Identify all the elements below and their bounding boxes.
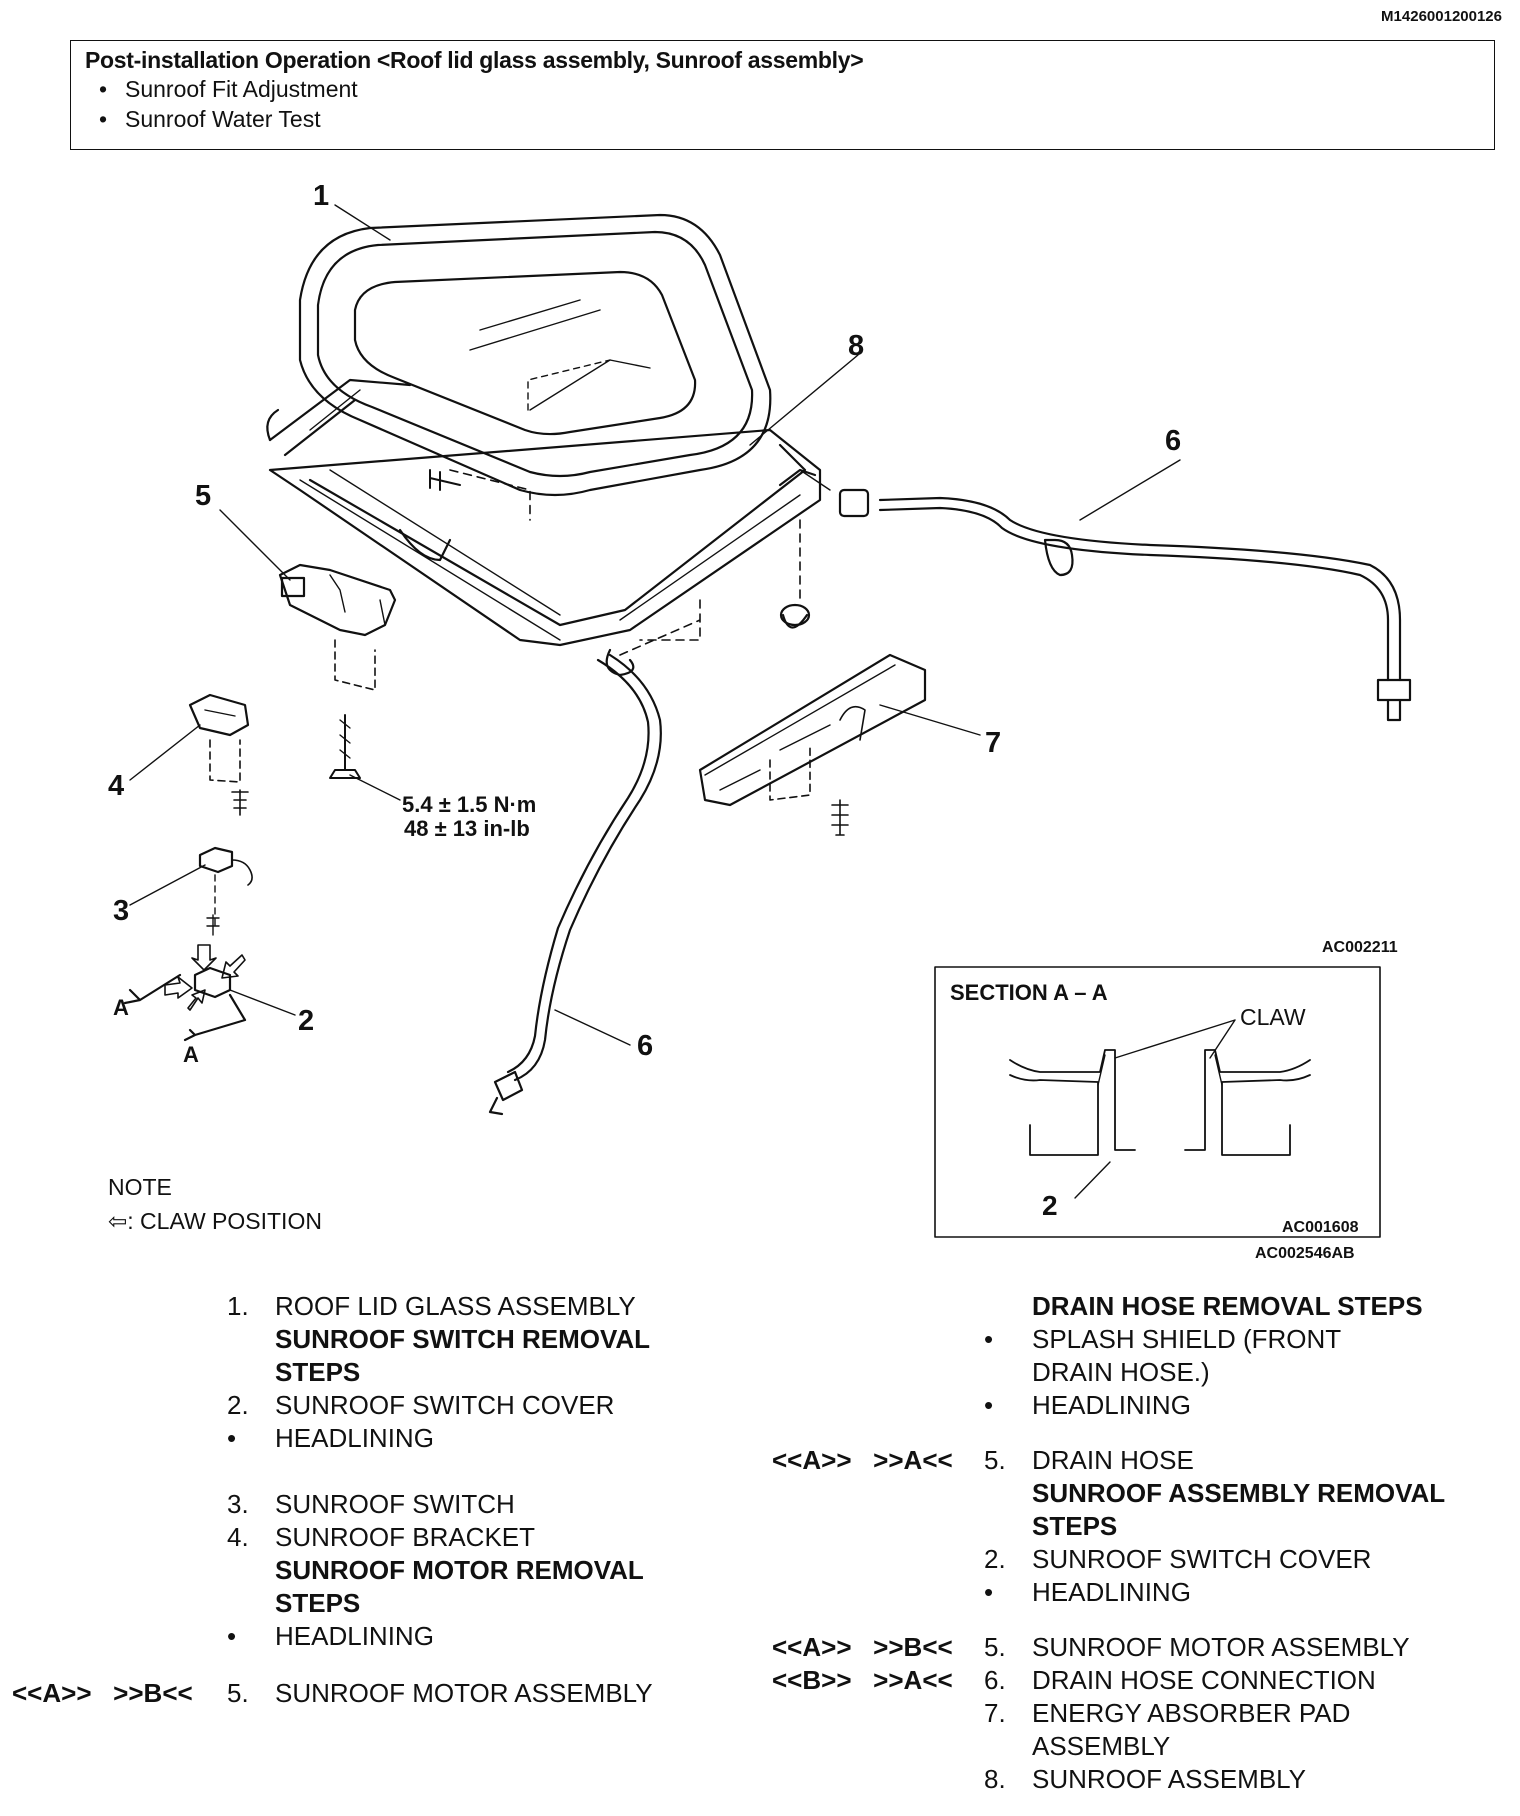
claw-arrows [164,944,246,1011]
list-item: <<A>> >>A<< 5.DRAIN HOSE [772,1445,1194,1475]
sunroof-motor-drawing [278,563,397,779]
document-id: M1426001200126 [1381,8,1502,25]
section-label-a: A [183,1042,199,1067]
section-figure-code: AC001608 [1282,1219,1359,1236]
roof-lid-glass-drawing [298,213,772,497]
step-heading: SUNROOF ASSEMBLY REMOVAL STEPS [1032,1478,1445,1541]
notice-item: •Sunroof Fit Adjustment [99,76,358,102]
torque-imperial: 48 ± 13 in-lb [404,816,530,841]
energy-absorber-pad-drawing [698,653,927,836]
section-title: SECTION A – A [950,980,1108,1005]
step-marks: <<A>> >>B<< [12,1678,193,1708]
sunroof-frame-drawing [266,378,831,647]
step-marks: <<B>> >>A<< [772,1665,953,1695]
list-item: •HEADLINING [984,1390,1191,1420]
callout-2: 2 [298,1005,314,1037]
left-drain-hose-drawing [513,653,662,1082]
note-claw-legend: ⇦: CLAW POSITION [108,1208,322,1234]
section-a-a-box [934,966,1381,1238]
callout-3: 3 [113,895,129,927]
step-heading: SUNROOF SWITCH REMOVAL STEPS [275,1324,650,1387]
list-item: •HEADLINING [984,1577,1191,1607]
list-item: 2.SUNROOF SWITCH COVER [984,1544,1372,1574]
note-title: NOTE [108,1174,172,1200]
list-item: <<A>> >>B<< 5.SUNROOF MOTOR ASSEMBLY [12,1678,653,1708]
notice-item: •Sunroof Water Test [99,106,321,132]
step-marks: <<A>> >>A<< [772,1445,953,1475]
section-label-a: A [113,995,129,1020]
list-item: 4.SUNROOF BRACKET [227,1522,536,1552]
leader-lines [129,204,1181,1046]
step-heading: SUNROOF MOTOR REMOVAL STEPS [275,1555,644,1618]
section-callout-2: 2 [1042,1190,1058,1221]
list-item: <<B>> >>A<< 6.DRAIN HOSE CONNECTION [772,1665,1376,1695]
step-heading: DRAIN HOSE REMOVAL STEPS [1032,1291,1423,1321]
callout-4: 4 [108,770,124,802]
list-item: <<A>> >>B<< 5.SUNROOF MOTOR ASSEMBLY [772,1632,1410,1662]
list-item: 8.SUNROOF ASSEMBLY [984,1764,1307,1794]
sunroof-switch-drawing [198,846,253,936]
sunroof-bracket-drawing [188,693,250,816]
callout-5: 5 [195,480,211,512]
callout-8: 8 [848,330,864,362]
step-marks: <<A>> >>B<< [772,1632,953,1662]
list-item: •HEADLINING [227,1423,434,1453]
notice-title: Post-installation Operation <Roof lid gl… [85,47,864,73]
note: NOTE ⇦: CLAW POSITION [108,1170,322,1238]
sunroof-switch-cover-drawing [123,966,247,1042]
claw-arrow-icon: ⇦ [108,1208,128,1234]
left-steps: 1.ROOF LID GLASS ASSEMBLY SUNROOF SWITCH… [12,1290,692,1710]
post-installation-notice: Post-installation Operation <Roof lid gl… [70,40,1495,150]
right-steps: DRAIN HOSE REMOVAL STEPS •SPLASH SHIELD … [772,1290,1492,1796]
callout-1: 1 [313,180,329,212]
callout-7: 7 [985,727,1001,759]
list-item: •HEADLINING [227,1621,434,1651]
list-item: •SPLASH SHIELD (FRONT DRAIN HOSE.) [984,1324,1341,1387]
claw-label: CLAW [1240,1004,1306,1030]
callout-6b: 6 [637,1030,653,1062]
figure-code-main: AC002211 [1322,939,1398,956]
list-item: 1.ROOF LID GLASS ASSEMBLY [227,1291,636,1321]
list-item: 3.SUNROOF SWITCH [227,1489,515,1519]
callout-6: 6 [1165,425,1181,457]
figure-code-overall: AC002546AB [1255,1245,1355,1262]
list-item: 7.ENERGY ABSORBER PAD ASSEMBLY [984,1698,1351,1761]
torque-metric: 5.4 ± 1.5 N·m [402,792,536,817]
right-drain-hose-drawing [878,496,1402,682]
section-a-a-drawing [1009,1019,1311,1199]
list-item: 2.SUNROOF SWITCH COVER [227,1390,615,1420]
